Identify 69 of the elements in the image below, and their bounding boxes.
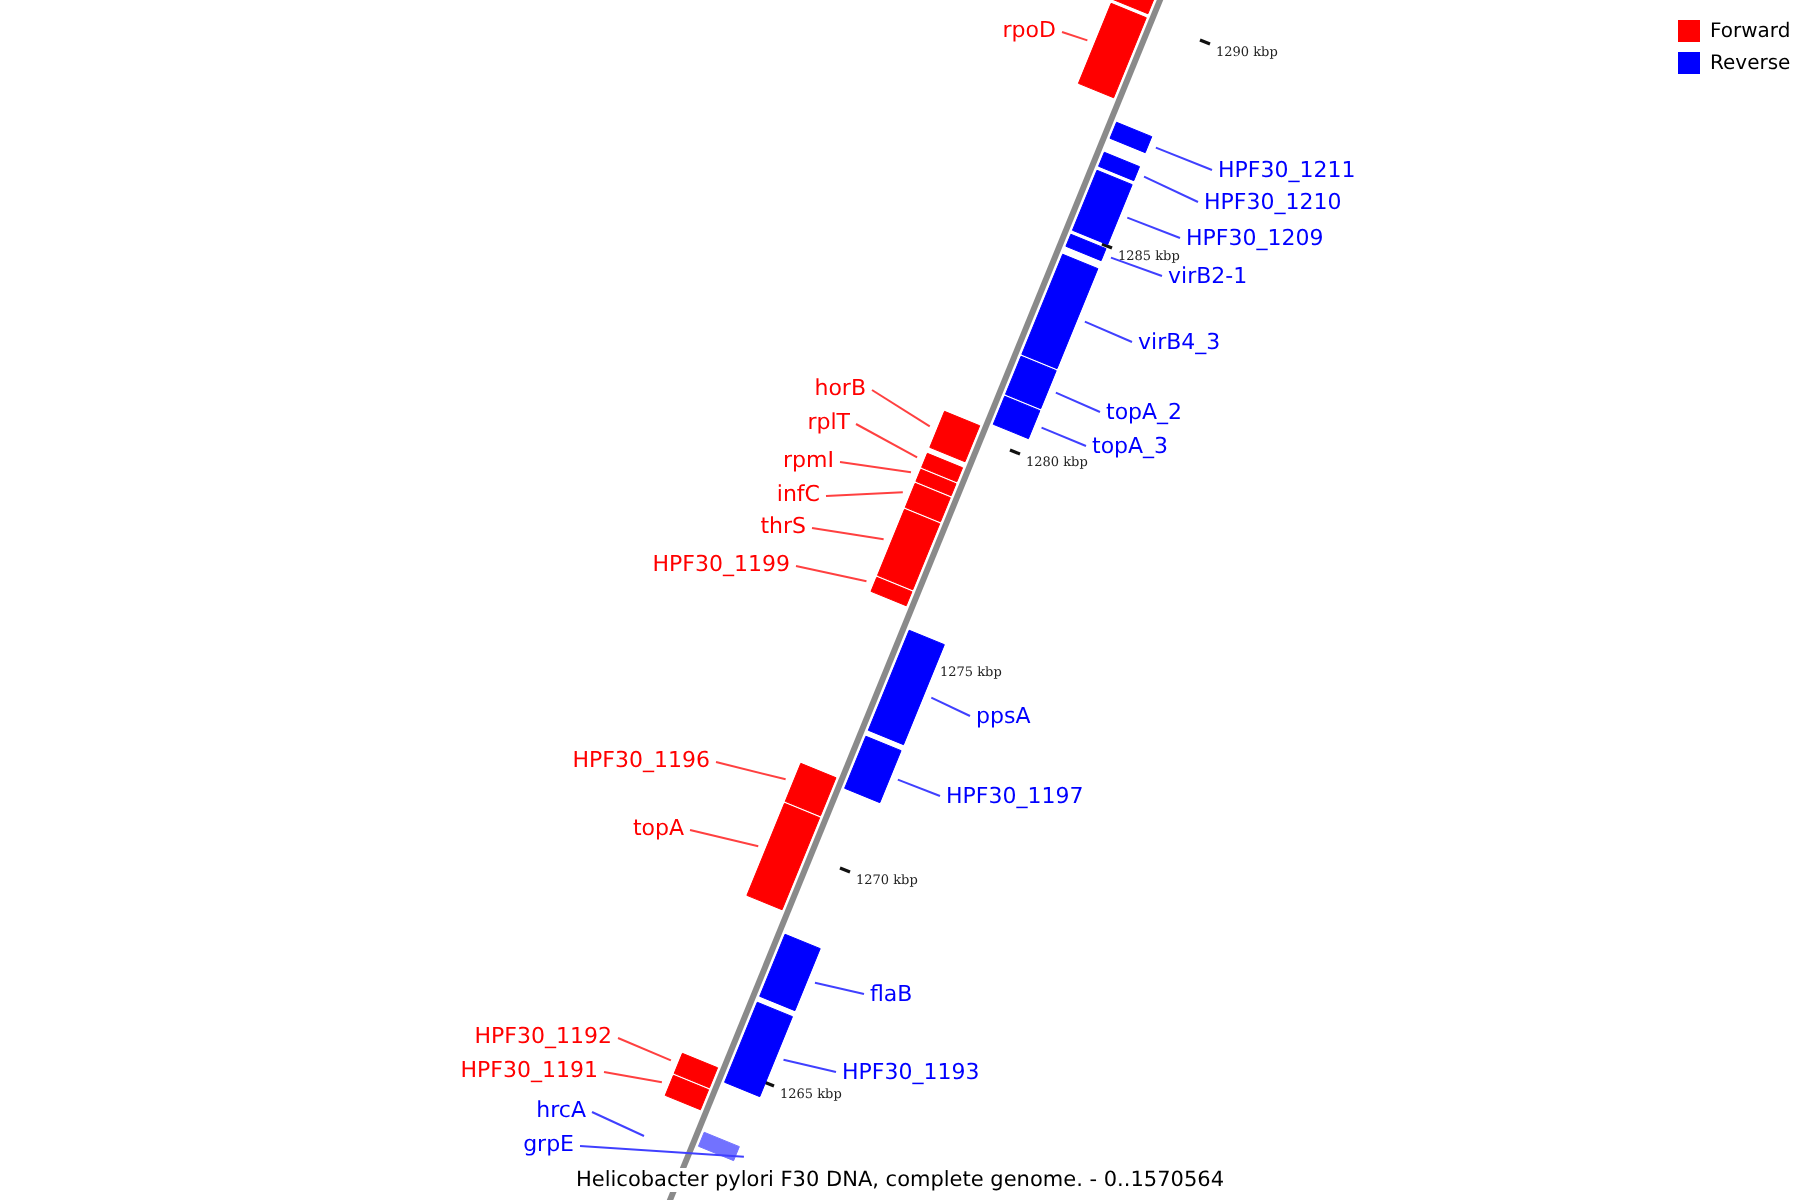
gene-segment xyxy=(746,802,821,911)
gene-segment xyxy=(867,629,945,746)
gene-label: flaB xyxy=(870,981,913,1007)
leader-line xyxy=(896,778,941,797)
leader-line xyxy=(1054,391,1101,413)
gene-label: grpE xyxy=(523,1131,574,1157)
gene-label: topA_3 xyxy=(1092,433,1169,459)
leader-line xyxy=(1083,320,1133,343)
gene-segment xyxy=(664,1074,710,1111)
leader-line xyxy=(855,423,919,459)
gene-label: HPF30_1197 xyxy=(946,783,1084,809)
gene-label: HPF30_1209 xyxy=(1186,225,1324,251)
gene-segment xyxy=(921,452,964,483)
gene-label: rpmI xyxy=(783,447,834,473)
gene-label: thrS xyxy=(760,513,806,539)
leader-line xyxy=(930,696,971,717)
leader-line xyxy=(795,565,868,583)
leader-line xyxy=(579,1145,745,1158)
caption: Helicobacter pylori F30 DNA, complete genome. - 0..1570564 xyxy=(575,1168,1224,1192)
gene-segment xyxy=(697,1131,740,1162)
leader-line xyxy=(811,527,885,541)
gene-segment xyxy=(1098,151,1140,182)
gene-segment xyxy=(759,933,821,1012)
leader-line xyxy=(782,1058,837,1073)
gene-label: hrcA xyxy=(536,1097,586,1123)
gene-label: rpoD xyxy=(1002,17,1056,43)
leader-line xyxy=(1143,175,1199,203)
leader-line xyxy=(1126,216,1181,239)
gene-label: horB xyxy=(814,375,866,401)
leader-line xyxy=(839,461,912,474)
leader-line xyxy=(689,829,760,848)
gene-label: virB2-1 xyxy=(1168,263,1248,289)
gene-segment xyxy=(673,1052,719,1089)
gene-label: topA_2 xyxy=(1106,399,1183,425)
gene-segment xyxy=(784,762,837,817)
gene-label: HPF30_1211 xyxy=(1218,157,1356,183)
gene-label: rplT xyxy=(807,409,850,435)
leader-line xyxy=(1109,256,1163,277)
gene-segment xyxy=(904,482,951,523)
leader-line xyxy=(591,1111,645,1137)
gene-segment xyxy=(870,576,913,607)
gene-segment xyxy=(844,735,902,804)
gene-segment xyxy=(1005,355,1057,410)
gene-label: HPF30_1191 xyxy=(460,1057,598,1083)
leader-line xyxy=(1061,31,1089,42)
gene-label: HPF30_1210 xyxy=(1204,189,1342,215)
leader-line xyxy=(715,761,787,781)
leader-line xyxy=(1154,146,1213,171)
gene-segment xyxy=(915,468,957,497)
gene-segment xyxy=(1021,253,1099,370)
leader-line xyxy=(825,491,904,497)
leader-line xyxy=(617,1037,672,1062)
gene-segment xyxy=(1109,121,1153,154)
gene-label: topA xyxy=(632,815,684,841)
leader-line xyxy=(871,389,931,428)
gene-label: virB4_3 xyxy=(1138,329,1221,355)
gene-label: HPF30_1199 xyxy=(652,551,790,577)
gene-label: infC xyxy=(776,481,820,507)
leader-line xyxy=(1040,426,1087,447)
gene-label: ppsA xyxy=(976,703,1031,729)
leader-line xyxy=(813,981,865,995)
leader-line xyxy=(603,1071,663,1084)
legend-label: Reverse xyxy=(1710,51,1791,77)
gene-segment xyxy=(992,395,1041,440)
gene-segment xyxy=(1065,233,1107,262)
gene-label: HPF30_1196 xyxy=(572,747,710,773)
gene-label: HPF30_1193 xyxy=(842,1059,980,1085)
legend-label: Forward xyxy=(1710,19,1791,45)
gene-label: HPF30_1192 xyxy=(474,1023,612,1049)
